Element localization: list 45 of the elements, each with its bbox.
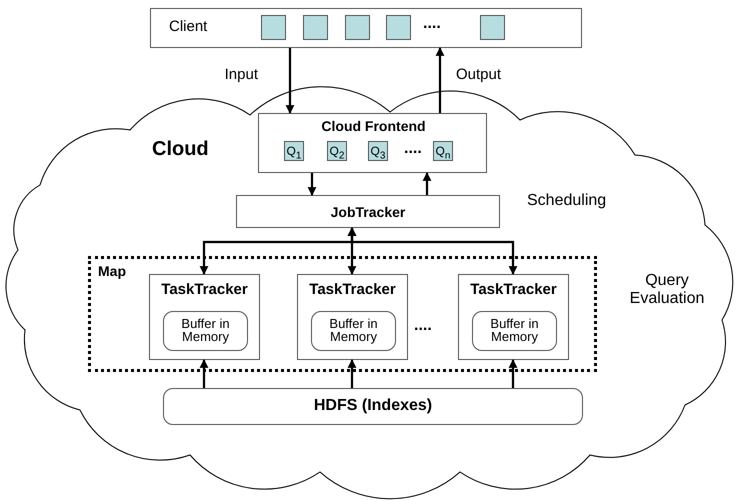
node-label: Buffer in Memory [328,317,379,343]
node-label: Client [169,18,208,35]
map-region [88,256,597,372]
node-title: Map [98,263,127,279]
ellipsis: .... [414,317,433,335]
arrow [308,173,316,196]
ellipsis: .... [404,140,423,158]
node-label: Q$_{n}$ [434,144,452,162]
node-title: Cloud Frontend [320,118,427,134]
arrow [436,47,444,113]
buffer-box [163,311,248,351]
arrow [286,48,294,114]
query-square [261,15,286,40]
arrow [508,359,518,388]
node-title: JobTracker [330,204,406,220]
jobtracker-box [236,195,500,228]
node-title: TaskTracker [469,281,558,298]
node-label: Q$_{2}$ [328,144,346,162]
storage-box [163,388,583,425]
node-title: HDFS (Indexes) [312,397,434,415]
section-label: Scheduling [527,192,608,210]
node-title: TaskTracker [160,281,249,298]
tasktracker-box [149,274,260,360]
arrow [422,172,432,195]
frontend-box [258,113,487,173]
arrow [348,227,518,275]
node-label: Buffer in Memory [180,317,231,343]
section-label: Query Evaluation [628,272,706,308]
query-square [345,15,370,40]
node-label: Q$_{3}$ [370,144,386,162]
arrow [348,359,356,388]
ellipsis: .... [423,15,442,33]
query-square [386,15,411,40]
client-box [150,8,582,48]
arrow [200,359,208,388]
node-title: TaskTracker [308,281,397,298]
tasktracker-box [458,274,569,360]
tasktracker-box [297,274,408,360]
node-label: Q$_{1}$ [286,144,302,162]
buffer-box [472,311,557,351]
query-square [303,15,328,40]
buffer-box [311,311,396,351]
node-title: Cloud [152,138,210,161]
node-label: Buffer in Memory [489,317,540,343]
query-square [480,15,505,40]
